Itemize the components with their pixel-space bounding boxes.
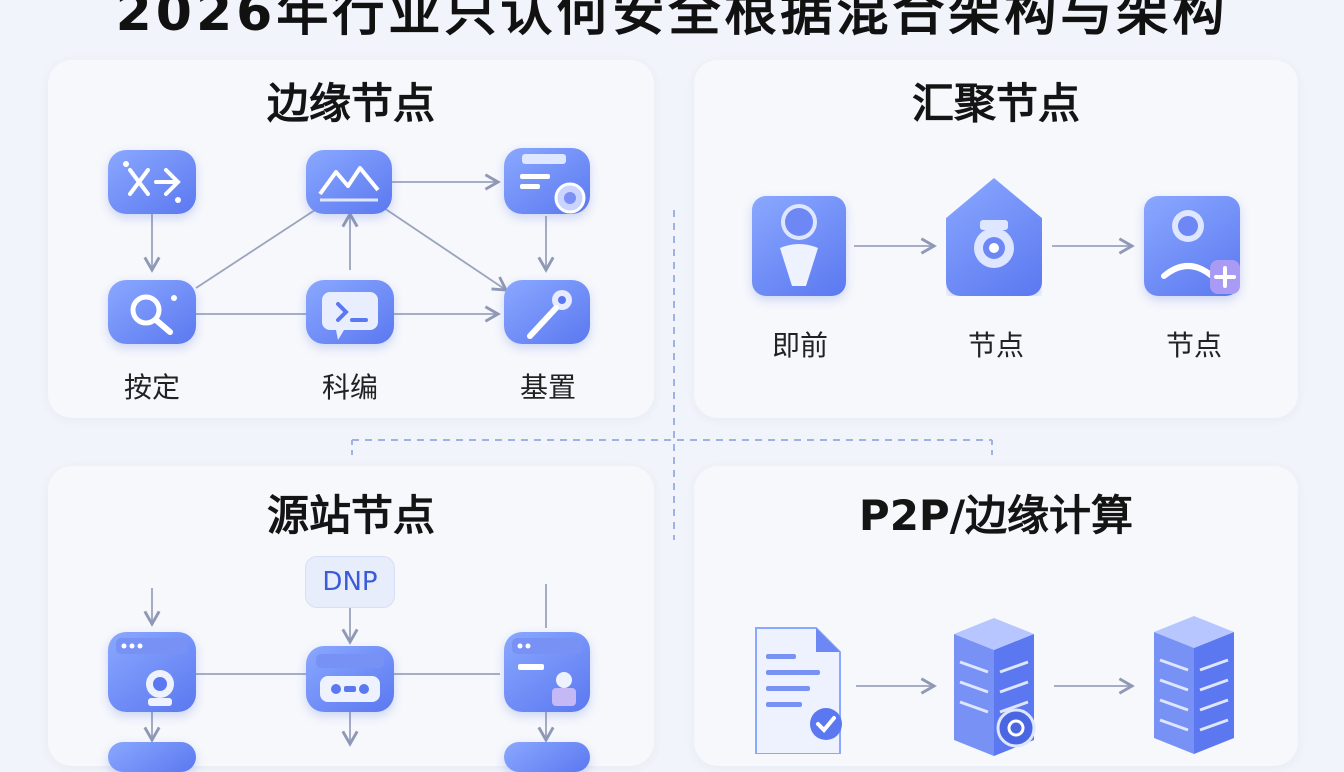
page-title: 2026年行业只认何安全根据混合架构与架构 xyxy=(115,0,1229,43)
chart-wave-icon xyxy=(306,150,392,214)
server-stack-icon xyxy=(946,616,1042,756)
pin-tool-icon xyxy=(504,280,590,344)
edge-label-2: 科编 xyxy=(321,371,378,404)
edge-label-3: 基置 xyxy=(519,371,576,404)
aggregation-label-2: 节点 xyxy=(967,329,1024,362)
user-add-icon xyxy=(1144,196,1240,296)
connector-lines xyxy=(143,173,1135,747)
browser-camera-icon xyxy=(108,632,196,712)
edge-node-title: 边缘节点 xyxy=(266,79,435,128)
p2p-edge-title: P2P/边缘计算 xyxy=(858,491,1134,540)
server-stack-icon xyxy=(1146,614,1242,754)
document-check-icon xyxy=(752,624,844,755)
network-icon xyxy=(108,150,196,214)
dnp-badge: DNP xyxy=(305,556,395,608)
search-icon xyxy=(108,280,196,344)
edge-label-1: 按定 xyxy=(123,371,180,404)
origin-bottom-icon-1 xyxy=(108,742,196,772)
edge-node-panel: 边缘节点 xyxy=(48,60,654,418)
chat-screen-icon xyxy=(306,280,394,344)
origin-bottom-icon-3 xyxy=(504,742,590,772)
origin-node-title: 源站节点 xyxy=(266,491,435,540)
aggregation-label-1: 即前 xyxy=(771,329,828,362)
aggregation-label-3: 节点 xyxy=(1165,329,1222,362)
browser-user-icon xyxy=(504,632,590,712)
aggregation-node-title: 汇聚节点 xyxy=(911,79,1080,128)
router-icon xyxy=(306,646,394,712)
user-shield-icon xyxy=(752,196,846,296)
device-settings-icon xyxy=(504,148,590,214)
